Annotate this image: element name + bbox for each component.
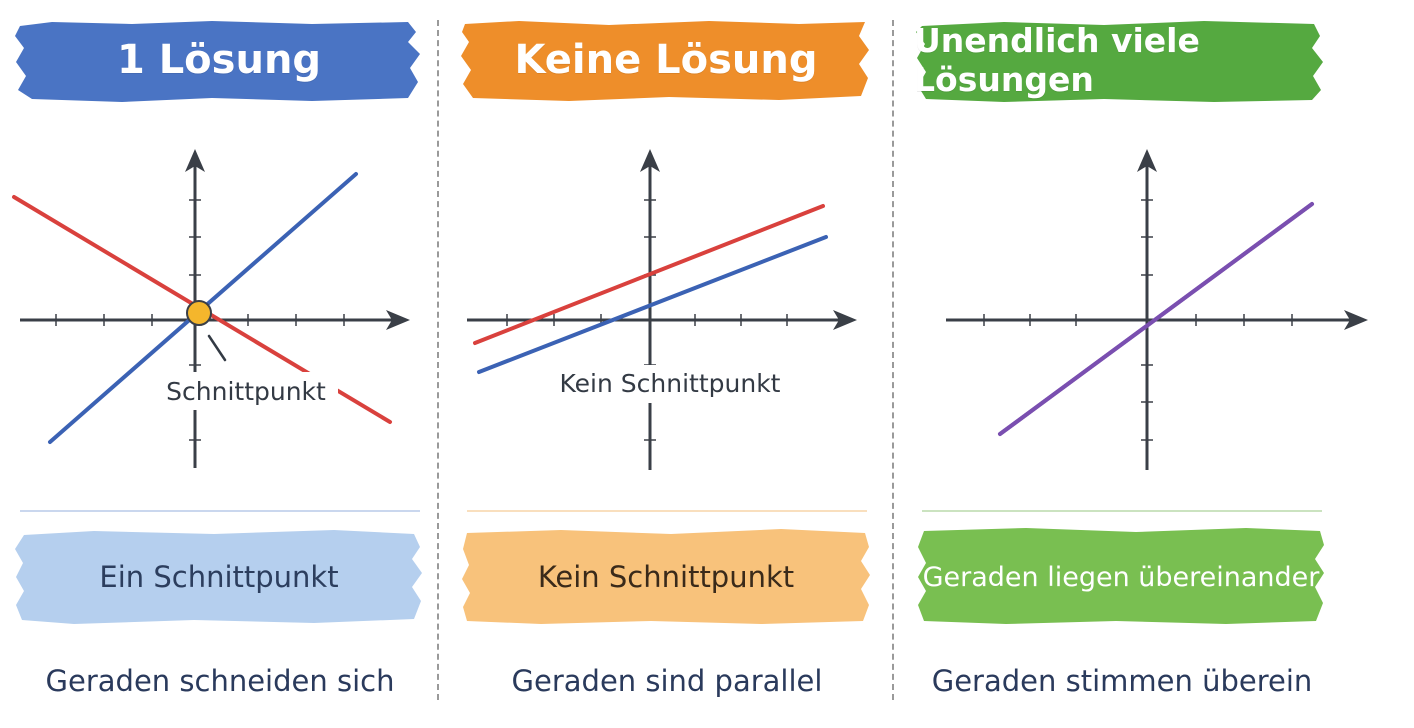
separator (20, 510, 420, 512)
panel-title: 1 Lösung (116, 37, 322, 83)
annotation-bg (553, 365, 785, 403)
caption: Geraden sind parallel (511, 664, 823, 698)
label-text: Ein Schnittpunkt (99, 560, 339, 594)
coordinate-axes (20, 149, 410, 468)
label-text: Geraden liegen übereinander (922, 561, 1320, 593)
panel-title: Unendlich viele Lösungen (914, 21, 1200, 99)
separator (467, 510, 867, 512)
x-axis-overlay (946, 202, 1368, 436)
annotation-label: Schnittpunkt (166, 377, 326, 406)
annotation-pointer (207, 334, 227, 362)
line-blue (477, 235, 828, 374)
parallel-lines-graph: Kein Schnittpunkt (467, 149, 857, 470)
coordinate-axes (467, 149, 857, 470)
panel-divider (437, 20, 439, 700)
x-arrow-icon (833, 310, 857, 330)
label-banner: Kein Schnittpunkt (461, 525, 871, 629)
label-banner: Geraden liegen übereinander (916, 525, 1326, 629)
y-arrow-icon (1137, 149, 1157, 172)
x-arrow-icon (1344, 310, 1368, 330)
caption: Geraden stimmen überein (931, 664, 1313, 698)
panel-title: Keine Lösung (514, 37, 818, 83)
panel-no-solution: Keine Lösung Kein Schnittpunkt (455, 0, 895, 728)
line-red (473, 204, 825, 345)
y-arrow-icon (185, 149, 205, 172)
annotation-bg (154, 372, 338, 410)
x-arrow-icon (386, 310, 410, 330)
intersection-point (186, 300, 212, 326)
panel-divider (892, 20, 894, 700)
label-banner: Ein Schnittpunkt (14, 525, 424, 629)
panel-infinite-solutions: Unendlich viele Lösungen (910, 0, 1368, 728)
separator (922, 510, 1322, 512)
intersecting-lines-graph: Schnittpunkt (12, 149, 410, 468)
panel-one-solution: 1 Lösung Schnittpunkt (8, 0, 448, 728)
title-banner: Unendlich viele Lösungen (914, 18, 1328, 106)
title-banner: Keine Lösung (459, 18, 873, 106)
annotation-label: Kein Schnittpunkt (560, 369, 781, 398)
y-arrow-icon (640, 149, 660, 172)
caption: Geraden schneiden sich (45, 664, 395, 698)
axis-ticks (55, 199, 345, 441)
label-text: Kein Schnittpunkt (537, 560, 795, 594)
title-banner: 1 Lösung (12, 18, 426, 106)
